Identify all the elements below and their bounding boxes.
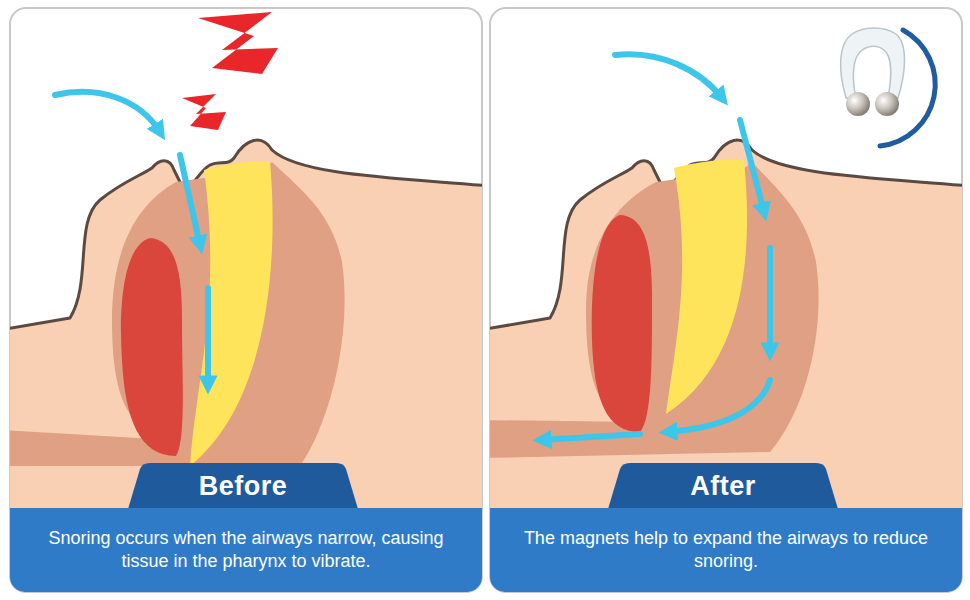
nose-clip <box>841 28 905 98</box>
airflow-arrow <box>180 155 200 245</box>
airflow-arrow <box>767 248 773 352</box>
label-tab: Before <box>118 463 368 509</box>
airflow-arrow <box>205 288 211 385</box>
caption-band: Snoring occurs when the airways narrow, … <box>10 508 482 592</box>
throat-tissue <box>490 162 819 458</box>
snore-symbol <box>182 94 226 130</box>
head-after <box>490 140 962 592</box>
panel-label: After <box>690 471 756 502</box>
skin <box>490 140 962 592</box>
label-tab: After <box>598 463 848 509</box>
airflow-arrow <box>542 434 640 440</box>
throat-tissue <box>10 162 345 466</box>
head-before <box>10 140 482 592</box>
tongue <box>121 238 183 456</box>
caption-band: The magnets help to expand the airways t… <box>490 508 962 592</box>
airflow-arrow <box>55 92 160 132</box>
tab-fill <box>128 463 358 509</box>
airflow-arrow <box>740 120 764 212</box>
airflow-arrow <box>615 54 722 98</box>
soft-palate <box>190 161 273 466</box>
magnet <box>875 92 899 116</box>
skin <box>10 140 482 592</box>
soft-palate <box>666 159 747 414</box>
magnet <box>846 92 870 116</box>
caption-text: Snoring occurs when the airways narrow, … <box>10 527 482 574</box>
airflow-arrow <box>668 380 770 432</box>
tab-fill <box>608 463 838 509</box>
tongue <box>592 215 652 432</box>
snore-symbol <box>198 12 278 74</box>
panel-label: Before <box>199 471 288 502</box>
caption-text: The magnets help to expand the airways t… <box>490 527 962 574</box>
